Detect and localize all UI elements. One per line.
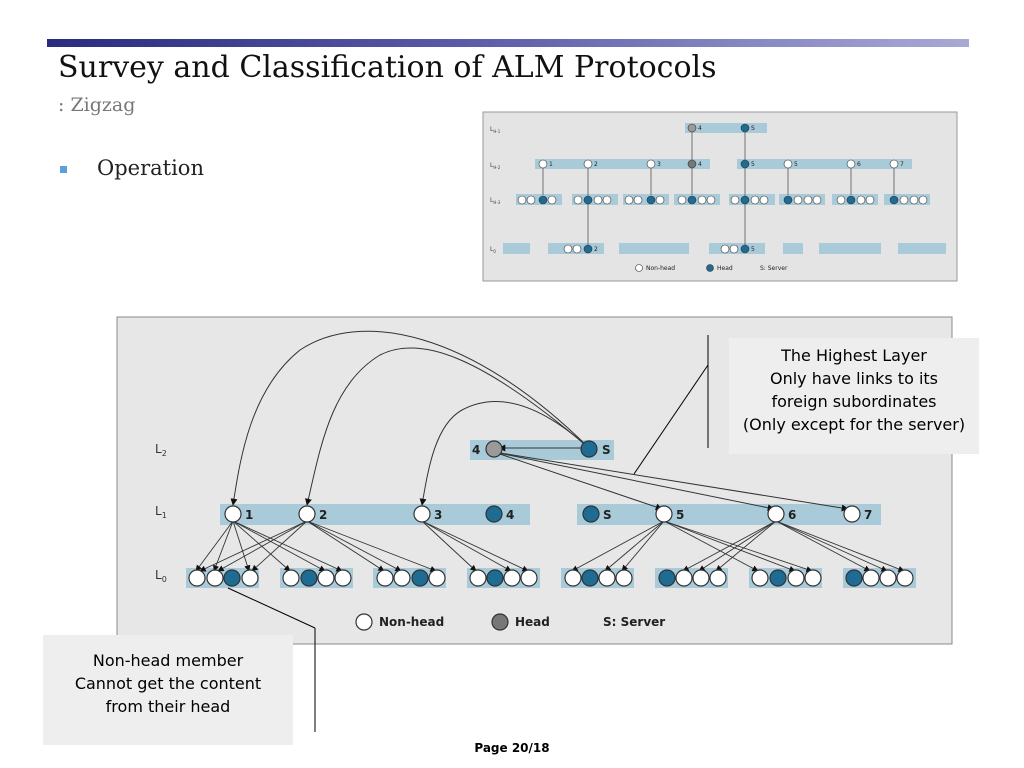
- slide-subtitle: : Zigzag: [58, 94, 136, 116]
- node-label: 5: [676, 508, 684, 522]
- small-legend-nonhead-icon: [635, 264, 643, 272]
- node-l2-server: [580, 440, 598, 458]
- small-band-h3: [674, 194, 720, 205]
- small-node-gray: [687, 123, 697, 133]
- bullet-operation: Operation: [97, 156, 204, 180]
- small-node-label: 6: [857, 161, 861, 168]
- small-layer-label-h2: LH-2: [490, 162, 501, 170]
- legend-head: Head: [515, 615, 550, 629]
- node-l1-server: [582, 505, 600, 523]
- small-band-h2-right: [737, 159, 912, 169]
- band-l1-left: [220, 504, 530, 525]
- callout-line: Cannot get the content: [74, 674, 262, 693]
- small-layer-label-h3: LH-3: [490, 197, 501, 205]
- callout-highest-layer: The Highest Layer Only have links to its…: [729, 338, 979, 454]
- node-label: 1: [245, 508, 253, 522]
- small-node-label: 4: [698, 161, 702, 168]
- bullet-square-icon: [60, 166, 67, 173]
- layer-label-l0: L0: [155, 568, 167, 584]
- slide-title: Survey and Classification of ALM Protoco…: [58, 50, 717, 85]
- band-l1-right: [577, 504, 881, 525]
- main-diagram: L2 L1 L0: [116, 316, 953, 645]
- small-band-top: [685, 123, 767, 133]
- head-4-links: [493, 451, 849, 512]
- small-node-label: 5: [751, 246, 755, 253]
- small-legend-head: Head: [717, 265, 733, 272]
- small-band-h2-left: [535, 159, 710, 169]
- legend-head-icon: [491, 613, 509, 631]
- small-layer-label-h1: LH-1: [490, 126, 501, 134]
- small-node-label: 5: [794, 161, 798, 168]
- node-l1-2: [298, 505, 316, 523]
- server-links: [230, 330, 590, 506]
- small-node-nonhead: [538, 159, 548, 169]
- node-label: 3: [434, 508, 442, 522]
- small-node-nonhead: [646, 159, 656, 169]
- small-band-l0: [503, 243, 530, 254]
- callout-line: The Highest Layer: [781, 346, 927, 365]
- small-node-label: 4: [698, 125, 702, 132]
- node-l1-6: [767, 505, 785, 523]
- callout-line: Only have links to its: [770, 369, 938, 388]
- small-node-head: [740, 159, 750, 169]
- layer-label-l2: L2: [155, 442, 167, 458]
- small-node-gray: [687, 159, 697, 169]
- legend-nonhead-icon: [355, 613, 373, 631]
- callout-line: (Only except for the server): [742, 415, 966, 434]
- small-legend-server: S: Server: [760, 265, 788, 272]
- node-l1-7: [843, 505, 861, 523]
- node-label: 4: [506, 508, 514, 522]
- small-node-label: 2: [594, 246, 598, 253]
- small-legend-head-icon: [706, 264, 714, 272]
- small-node-label: 3: [657, 161, 661, 168]
- callout-line: from their head: [105, 697, 231, 716]
- node-label: S: [603, 508, 612, 522]
- small-diagram: LH-1 LH-2 LH-3 L0: [482, 111, 958, 282]
- l1-to-l0-links: [195, 520, 905, 573]
- small-band-l0: [819, 243, 881, 254]
- small-band-l0: [898, 243, 946, 254]
- node-label: 2: [319, 508, 327, 522]
- small-node-nonhead: [889, 159, 899, 169]
- title-bar: [47, 39, 969, 47]
- node-l1-5: [655, 505, 673, 523]
- band-l2: [470, 440, 614, 460]
- l0-nodes: [188, 569, 914, 587]
- node-label: 6: [788, 508, 796, 522]
- legend-nonhead: Non-head: [379, 615, 444, 629]
- small-node-label: 7: [900, 161, 904, 168]
- small-node-label: S: [751, 125, 755, 132]
- small-band-l0: [619, 243, 689, 254]
- callout-nonhead-member: Non-head member Cannot get the content f…: [43, 635, 293, 745]
- small-node-nonhead: [846, 159, 856, 169]
- page-number: Page 20/18: [474, 741, 550, 755]
- small-band-h3: [623, 194, 669, 205]
- node-l1-3: [413, 505, 431, 523]
- node-label: 4: [472, 443, 480, 457]
- small-node-nonhead: [783, 159, 793, 169]
- node-l1-1: [224, 505, 242, 523]
- small-node-label: 5: [751, 161, 755, 168]
- node-label: 7: [864, 508, 872, 522]
- node-label: S: [602, 443, 611, 457]
- callout-line: foreign subordinates: [771, 392, 937, 411]
- small-node-server: [740, 123, 750, 133]
- small-legend-nonhead: Non-head: [646, 265, 675, 272]
- callout-line: Non-head member: [92, 651, 244, 670]
- small-layer-label-l0: L0: [490, 246, 496, 254]
- small-band-l0: [783, 243, 803, 254]
- small-node-label: 2: [594, 161, 598, 168]
- callout-pointers: [227, 335, 709, 732]
- small-node-label: 1: [549, 161, 553, 168]
- layer-label-l1: L1: [155, 504, 167, 520]
- small-node-nonhead: [583, 159, 593, 169]
- legend-server: S: Server: [603, 615, 665, 629]
- node-l1-4-head: [485, 505, 503, 523]
- node-l2-4-gray-head: [485, 440, 503, 458]
